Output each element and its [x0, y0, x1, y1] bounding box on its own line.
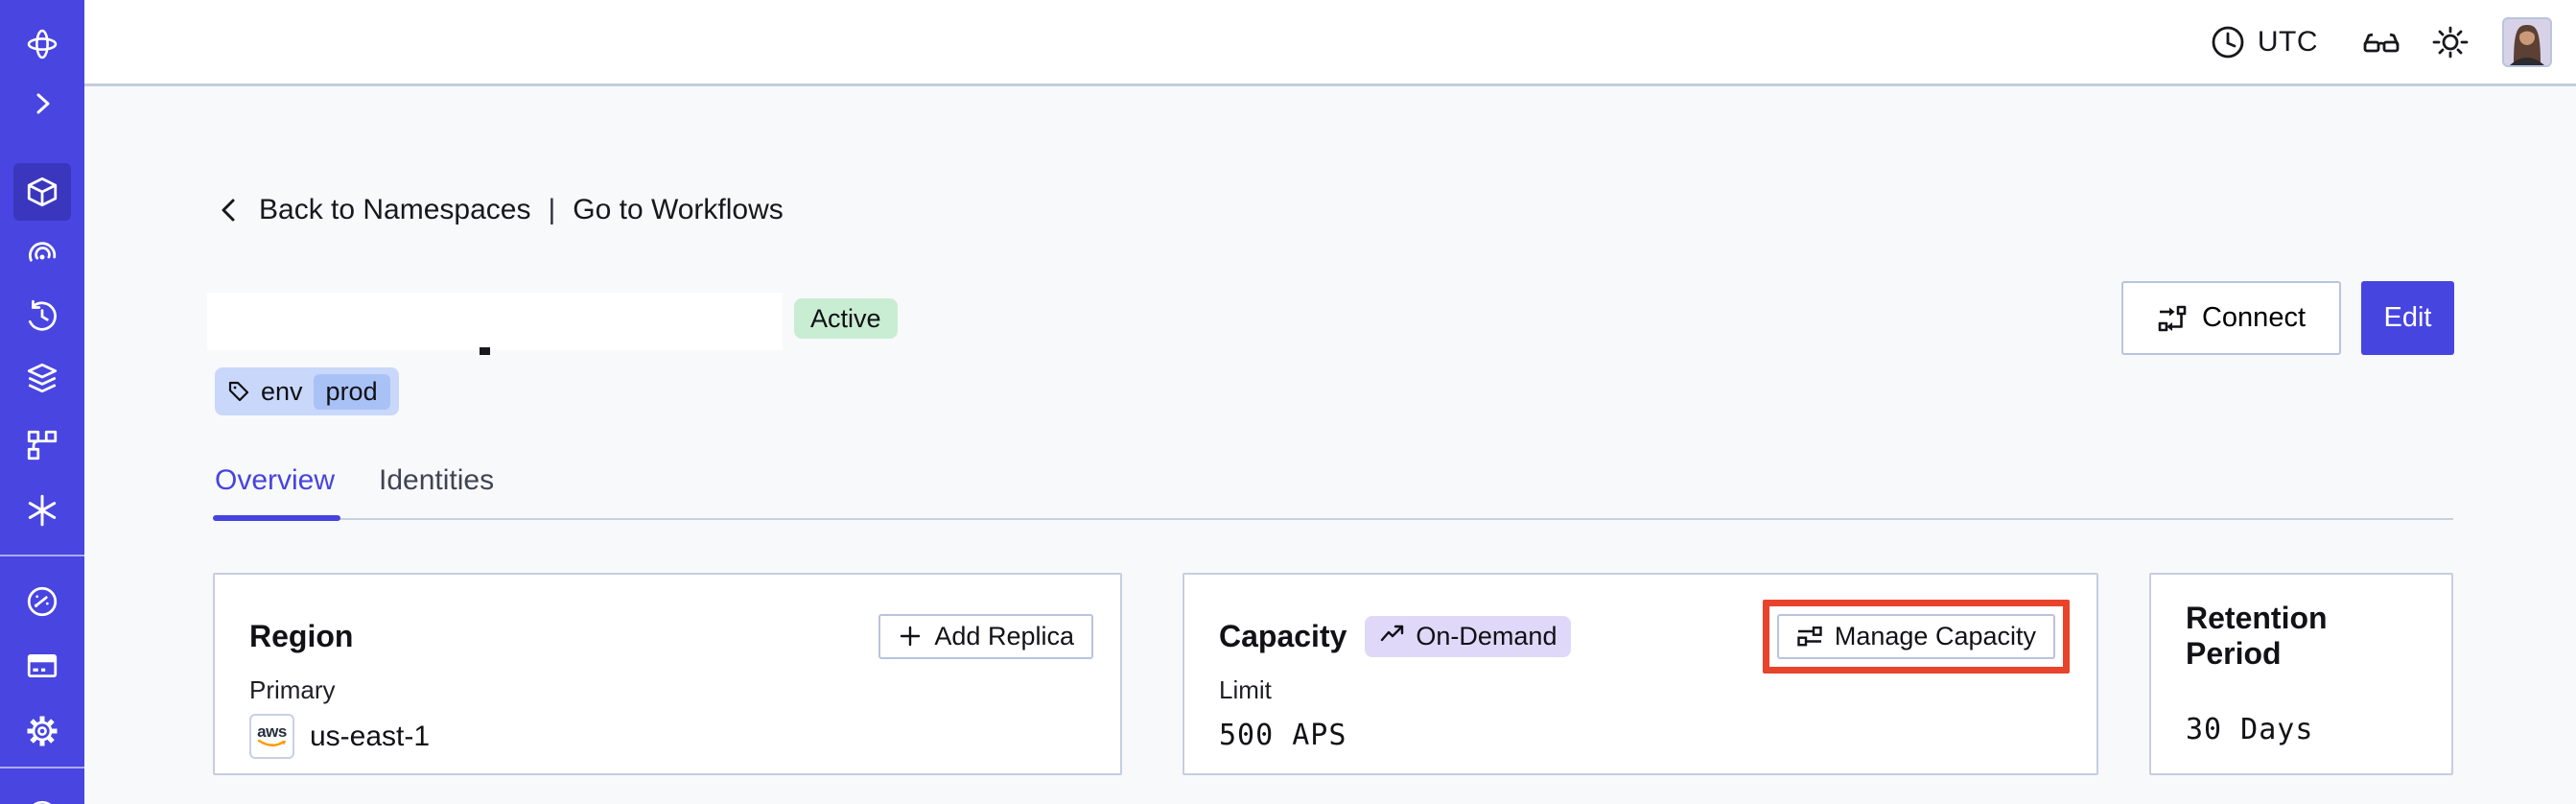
sidebar-item-namespaces[interactable]	[13, 163, 71, 221]
timezone-selector[interactable]: UTC	[2210, 24, 2318, 60]
chevron-left-icon	[222, 199, 235, 222]
connect-button[interactable]: Connect	[2121, 281, 2341, 355]
sidebar-item-deployments[interactable]	[13, 349, 71, 407]
namespace-title-redacted	[207, 293, 783, 350]
ondemand-badge: On-Demand	[1365, 615, 1572, 657]
add-replica-label: Add Replica	[934, 621, 1074, 650]
capacity-value: 500 APS	[1219, 719, 1347, 752]
go-to-workflows-link[interactable]: Go to Workflows	[573, 194, 784, 225]
sidebar-item-nexus[interactable]	[13, 482, 71, 539]
trending-up-icon	[1381, 625, 1404, 642]
sidebar-divider	[0, 555, 84, 556]
namespace-tag[interactable]: env prod	[215, 367, 399, 415]
active-tab-underline	[213, 515, 340, 521]
sidebar-expand-chevron-icon[interactable]	[13, 75, 71, 132]
connect-flow-icon	[2158, 305, 2187, 331]
labs-glasses-icon[interactable]	[2360, 21, 2402, 63]
tag-value: prod	[313, 373, 390, 410]
manage-capacity-label: Manage Capacity	[1834, 621, 2036, 650]
sidebar-item-support[interactable]	[13, 787, 71, 804]
theme-sun-icon[interactable]	[2429, 21, 2471, 63]
plus-icon	[901, 626, 921, 647]
cube-icon	[27, 177, 58, 207]
add-replica-button[interactable]: Add Replica	[878, 613, 1093, 659]
region-card: Region Add Replica Primary aws us-east-1	[213, 573, 1122, 775]
back-to-namespaces-link[interactable]: Back to Namespaces	[259, 194, 531, 225]
limit-label: Limit	[1219, 675, 1272, 704]
region-value: us-east-1	[310, 720, 431, 752]
sidebar-item-settings[interactable]	[13, 702, 71, 760]
aws-smile	[257, 739, 286, 746]
clock-icon	[2210, 24, 2246, 60]
sidebar-divider	[0, 767, 84, 769]
tabs-divider	[215, 518, 2453, 520]
sidebar-item-billing[interactable]	[13, 637, 71, 695]
primary-label: Primary	[249, 675, 336, 704]
aws-logo-text: aws	[257, 722, 287, 741]
tab-identities[interactable]: Identities	[379, 464, 495, 496]
sidebar	[0, 0, 84, 804]
sliders-icon	[1797, 626, 1822, 647]
connect-button-label: Connect	[2201, 302, 2306, 333]
topbar: UTC	[84, 0, 2576, 86]
sidebar-item-batch-operations[interactable]	[13, 416, 71, 474]
tag-key: env	[261, 376, 303, 406]
capacity-card: Capacity On-Demand Manage Capac	[1183, 573, 2098, 775]
help-circle-icon	[33, 800, 52, 804]
schedule-clock-icon	[28, 299, 57, 331]
capacity-card-title: Capacity	[1219, 618, 1347, 653]
region-card-title: Region	[249, 618, 354, 653]
tab-overview[interactable]: Overview	[215, 464, 336, 496]
breadcrumb-separator: |	[548, 194, 556, 225]
retention-value: 30 Days	[2186, 713, 2314, 746]
workflow-spiral-icon	[29, 242, 57, 262]
layers-icon	[27, 363, 58, 393]
sidebar-item-usage[interactable]	[13, 573, 71, 630]
billing-card-icon	[27, 654, 58, 677]
annotation-highlight-box: Manage Capacity	[1762, 599, 2070, 674]
timezone-label: UTC	[2257, 25, 2318, 58]
tag-icon	[228, 381, 249, 402]
gear-icon	[27, 716, 58, 746]
gauge-icon	[27, 586, 58, 617]
branch-icon	[27, 430, 58, 461]
ondemand-label: On-Demand	[1416, 621, 1557, 650]
breadcrumb[interactable]: Back to Namespaces | Go to Workflows	[215, 194, 784, 226]
sidebar-item-workflows[interactable]	[13, 228, 71, 286]
manage-capacity-button[interactable]: Manage Capacity	[1776, 613, 2055, 659]
sidebar-item-schedules[interactable]	[13, 288, 71, 345]
user-avatar[interactable]	[2502, 16, 2552, 67]
retention-card: Retention Period 30 Days	[2149, 573, 2453, 775]
status-badge: Active	[794, 298, 898, 339]
asterisk-icon	[28, 494, 57, 527]
retention-card-title: Retention Period	[2186, 601, 2328, 671]
edit-button[interactable]: Edit	[2361, 281, 2454, 355]
aws-provider-icon: aws	[249, 714, 294, 759]
namespace-title-dot	[480, 347, 490, 355]
temporal-logo-icon[interactable]	[13, 15, 71, 73]
